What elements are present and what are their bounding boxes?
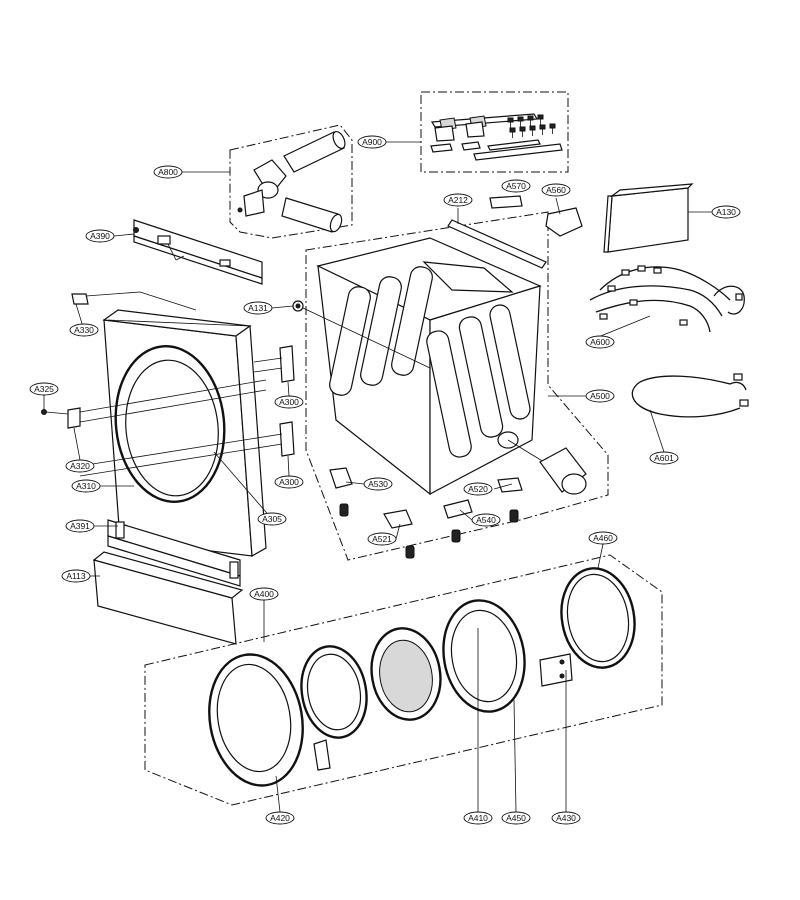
duct-kit-boundary [229, 124, 353, 239]
svg-text:A400: A400 [254, 589, 274, 599]
svg-text:A900: A900 [362, 137, 382, 147]
hinge-part-a300-lower [79, 421, 295, 477]
hardware-kit-parts [430, 113, 563, 161]
hinge-part-a320 [67, 379, 267, 429]
callout-a521: A521 [367, 532, 397, 546]
svg-text:A460: A460 [593, 533, 613, 543]
callout-a500: A500 [585, 389, 615, 403]
svg-text:A520: A520 [468, 484, 488, 494]
control-bracket [133, 219, 263, 285]
callout-a560: A560 [541, 183, 571, 197]
front-panel [102, 309, 267, 557]
svg-text:A300: A300 [279, 397, 299, 407]
kickplate-a113 [92, 551, 244, 645]
callout-a410: A410 [463, 811, 493, 825]
hinge-a430 [539, 653, 573, 687]
callout-a212: A212 [443, 193, 473, 207]
svg-text:A530: A530 [368, 479, 388, 489]
svg-text:A521: A521 [372, 534, 392, 544]
callout-a305: A305 [257, 512, 287, 526]
callout-a600: A600 [585, 335, 615, 349]
callout-a520: A520 [463, 482, 493, 496]
switch-part-a330 [71, 291, 197, 311]
top-bar-a212 [447, 208, 547, 269]
svg-text:A410: A410 [468, 813, 488, 823]
control-housing-a130 [603, 183, 694, 253]
callout-a391: A391 [65, 519, 95, 533]
exhaust-duct [539, 447, 587, 495]
svg-text:A131: A131 [248, 303, 268, 313]
svg-text:A430: A430 [556, 813, 576, 823]
callout-a570: A570 [501, 179, 531, 193]
callout-a460: A460 [588, 531, 618, 545]
callout-a540: A540 [471, 513, 501, 527]
plate-a570 [489, 195, 523, 209]
svg-text:A540: A540 [476, 515, 496, 525]
callout-a800: A800 [153, 165, 183, 179]
svg-text:A500: A500 [590, 391, 610, 401]
callout-a390: A390 [85, 229, 115, 243]
callout-a530: A530 [363, 477, 393, 491]
callout-a400: A400 [249, 587, 279, 601]
svg-text:A305: A305 [262, 514, 282, 524]
leader-lines [43, 141, 714, 813]
screw-part-a325 [41, 409, 69, 415]
callout-a450: A450 [501, 811, 531, 825]
svg-text:A300: A300 [279, 477, 299, 487]
svg-text:A325: A325 [34, 384, 54, 394]
hardware-kit-boundary [420, 91, 569, 173]
callout-a300-lower: A300 [274, 475, 304, 489]
callout-a325: A325 [29, 382, 59, 396]
door-group-boundary [144, 554, 663, 806]
callout-a113: A113 [61, 569, 91, 583]
door-gasket-ring [300, 645, 368, 739]
door-glass [370, 627, 442, 721]
svg-text:A450: A450 [506, 813, 526, 823]
callout-a601: A601 [649, 451, 679, 465]
svg-text:A391: A391 [70, 521, 90, 531]
callout-a300-upper: A300 [274, 395, 304, 409]
inner-door-a450 [442, 599, 526, 713]
outer-door-a420 [208, 653, 304, 787]
svg-text:A310: A310 [76, 481, 96, 491]
callout-a430: A430 [551, 811, 581, 825]
door-seal-a460 [560, 567, 636, 669]
door-handle [313, 739, 331, 771]
cabinet-body [316, 237, 545, 496]
svg-text:A560: A560 [546, 185, 566, 195]
svg-text:A212: A212 [448, 195, 468, 205]
callout-a310: A310 [71, 479, 101, 493]
callout-a131: A131 [243, 301, 273, 315]
svg-text:A320: A320 [70, 461, 90, 471]
hinge-part-a300-upper [253, 345, 295, 383]
svg-text:A420: A420 [270, 813, 290, 823]
callout-a320: A320 [65, 459, 95, 473]
screw-set [507, 114, 556, 138]
bracket-a560 [545, 197, 583, 237]
svg-text:A600: A600 [590, 337, 610, 347]
power-cord-a601 [631, 373, 749, 418]
callout-a900: A900 [357, 135, 387, 149]
svg-text:A390: A390 [90, 231, 110, 241]
svg-text:A330: A330 [74, 325, 94, 335]
svg-text:A601: A601 [654, 453, 674, 463]
duct-kit-parts [237, 130, 346, 233]
svg-text:A570: A570 [506, 181, 526, 191]
svg-text:A130: A130 [716, 207, 736, 217]
lower-bracket-a391 [107, 519, 241, 587]
svg-text:A800: A800 [158, 167, 178, 177]
callout-a130: A130 [711, 205, 741, 219]
callout-a420: A420 [265, 811, 295, 825]
cabinet-group-boundary [305, 211, 609, 561]
callout-a330: A330 [69, 323, 99, 337]
leveling-feet [329, 467, 523, 559]
cabinet-side-panel-openings [329, 266, 531, 458]
wire-harness-a600 [589, 265, 745, 333]
svg-text:A113: A113 [66, 571, 85, 581]
